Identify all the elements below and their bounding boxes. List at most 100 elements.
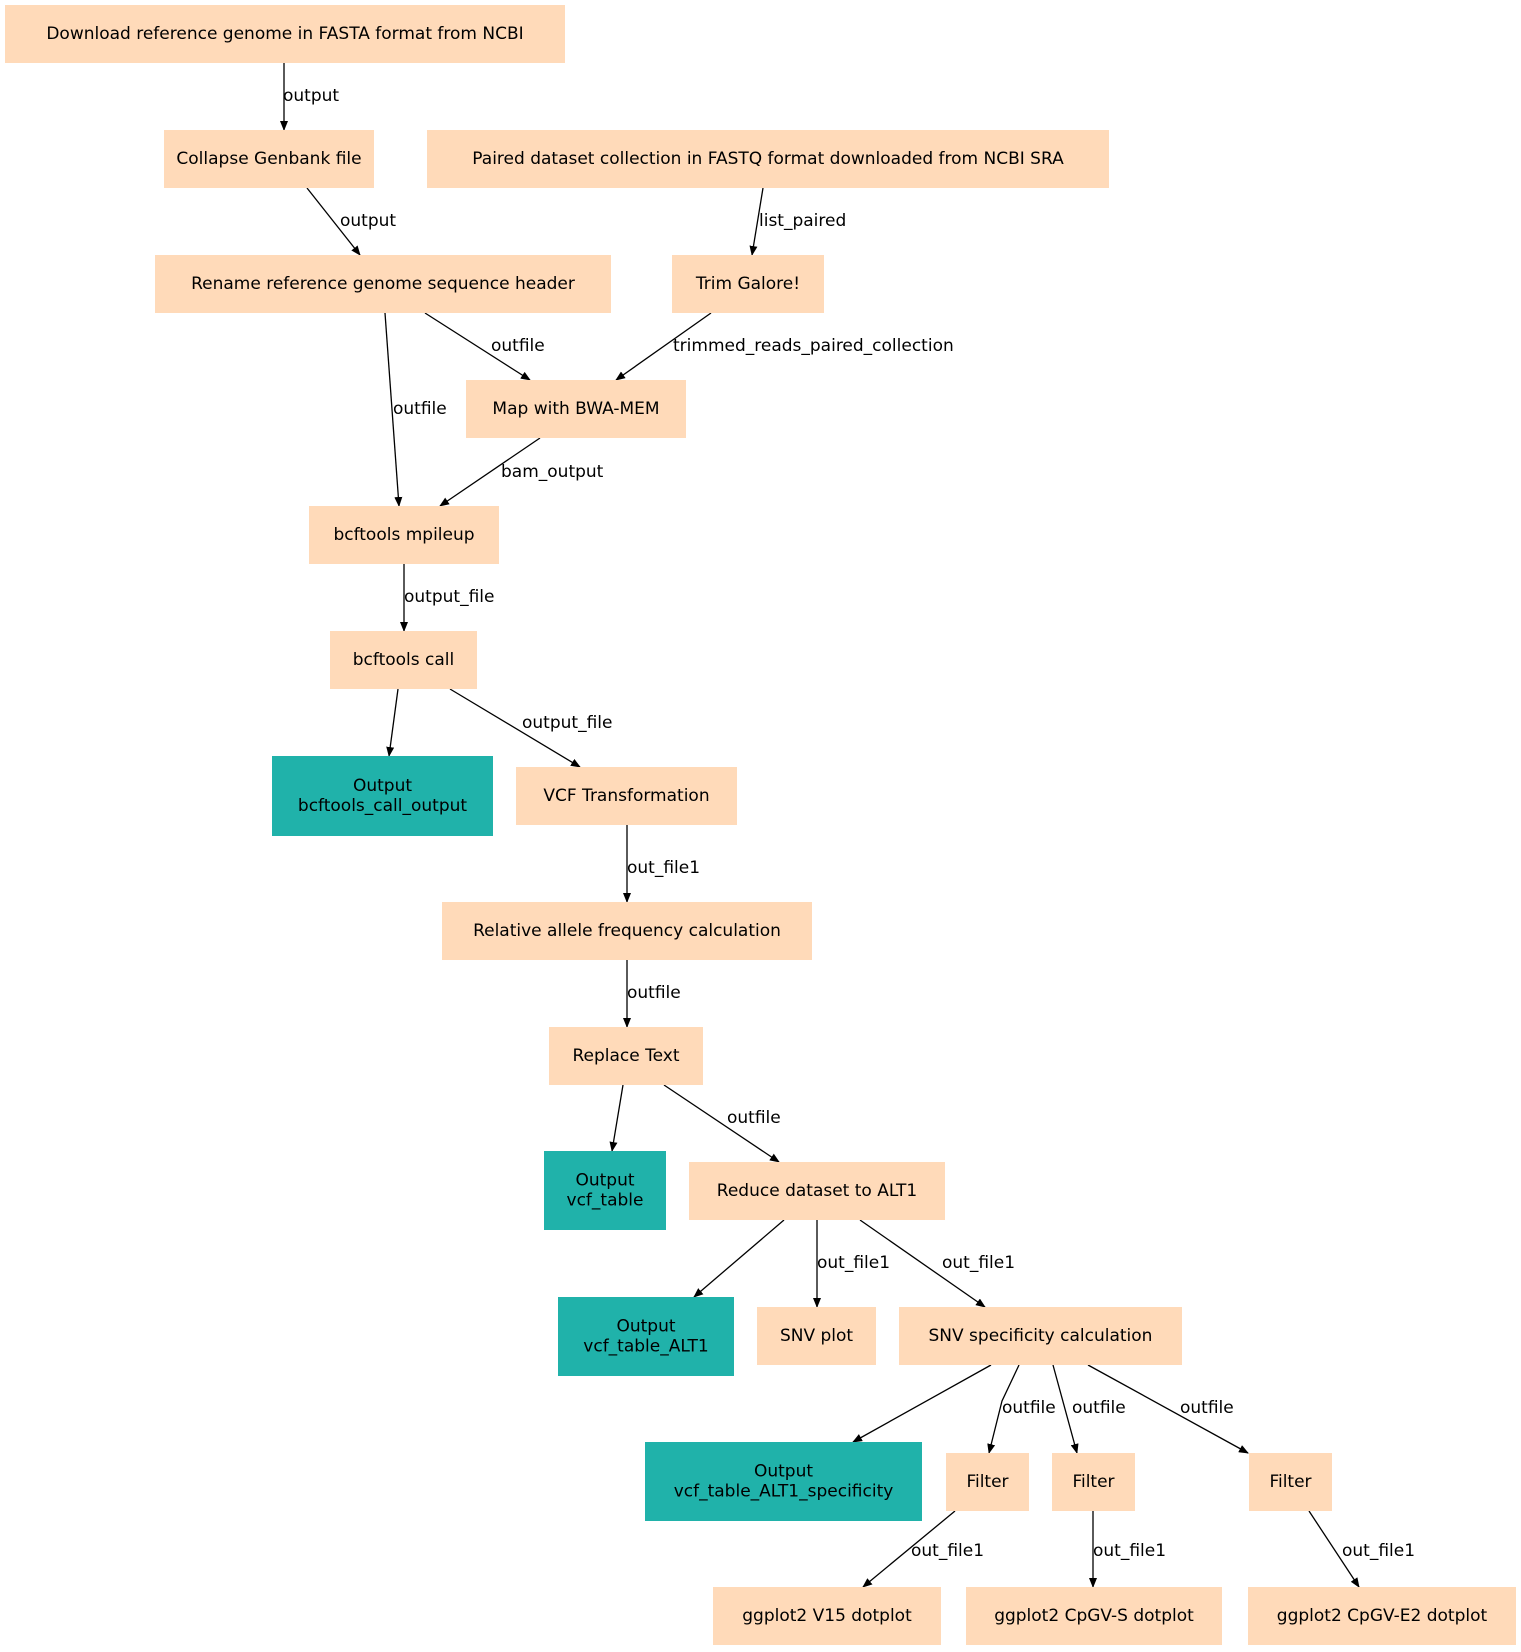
edge-label: list_paired [759,211,846,231]
edge-arrow [615,312,712,381]
node-label: ggplot2 CpGV-E2 dotplot [1277,1606,1488,1626]
step-node-n2: Paired dataset collection in FASTQ forma… [427,130,1109,188]
edge-arrow [449,688,581,768]
node-box [689,1162,945,1220]
edge-label: outfile [1002,1398,1056,1418]
node-box [516,767,737,825]
edge-arrow [859,1219,986,1308]
step-node-n16: SNV specificity calculation [899,1307,1182,1365]
edge-n13-n14 [693,1219,785,1298]
edge-label: outfile [1072,1398,1126,1418]
node-box [549,1027,703,1085]
edge-n0-n1: output [280,63,339,131]
edge-n13-n16: out_file1 [859,1219,1015,1308]
edge-label: out_file1 [1342,1541,1415,1561]
edge-label: outfile [627,983,681,1003]
edge-n16-n18: outfile [987,1364,1056,1454]
node-box [558,1297,734,1376]
edge-arrow [663,1084,780,1163]
node-label: vcf_table [567,1191,644,1211]
edge-arrow [384,312,403,507]
edge-n4-n5: trimmed_reads_paired_collection [615,312,954,381]
edge-n11-n12 [609,1084,624,1152]
step-node-n19: Filter [1052,1453,1135,1511]
edge-label: output [340,211,396,231]
node-label: ggplot2 V15 dotplot [742,1606,912,1626]
edge-n16-n17 [852,1364,992,1443]
edge-n5-n6: bam_output [439,437,604,507]
node-label: Reduce dataset to ALT1 [717,1181,917,1201]
node-label: vcf_table_ALT1 [583,1337,708,1357]
node-box [155,255,611,313]
edge-arrow [424,312,531,381]
edge-arrow [852,1364,992,1443]
edge-n10-n11: outfile [623,960,681,1028]
node-box [272,756,493,836]
edge-label: bam_output [501,462,604,482]
node-label: ggplot2 CpGV-S dotplot [994,1606,1194,1626]
node-label: Paired dataset collection in FASTQ forma… [472,149,1064,169]
edge-label: outfile [491,336,545,356]
edge-n7-n9: output_file [449,688,612,768]
node-label: bcftools call [353,650,455,670]
node-label: Replace Text [572,1046,679,1066]
node-label: Filter [1072,1472,1114,1492]
edge-arrow [1087,1364,1249,1454]
node-label: bcftools mpileup [333,525,474,545]
node-box [330,631,477,689]
node-box [442,902,812,960]
edge-n1-n3: output [306,187,396,256]
edge-n18-n21: out_file1 [862,1510,984,1588]
edge-n16-n19: outfile [1052,1364,1126,1454]
node-label: Output [353,776,412,796]
edge-label: out_file1 [627,858,700,878]
nodes-layer: Download reference genome in FASTA forma… [5,5,1516,1645]
step-node-n13: Reduce dataset to ALT1 [689,1162,945,1220]
edge-arrow [749,187,764,256]
node-label: Output [754,1462,813,1482]
node-box [309,506,499,564]
node-label: Download reference genome in FASTA forma… [46,24,523,44]
node-label: SNV plot [780,1326,853,1346]
node-box [645,1442,922,1521]
edge-arrow [609,1084,624,1152]
edge-n19-n22: out_file1 [1089,1511,1166,1588]
edge-n3-n5: outfile [424,312,545,381]
step-node-n23: ggplot2 CpGV-E2 dotplot [1248,1587,1516,1645]
step-node-n7: bcftools call [330,631,477,689]
edge-arrow [862,1510,956,1588]
node-box [1248,1587,1516,1645]
edge-n13-n15: out_file1 [813,1220,890,1308]
edge-n6-n7: output_file [400,564,494,632]
step-node-n15: SNV plot [757,1307,876,1365]
node-label: Relative allele frequency calculation [473,921,781,941]
edge-label: trimmed_reads_paired_collection [673,336,954,356]
edge-arrow [987,1364,1020,1454]
node-label: Output [616,1317,675,1337]
node-box [164,130,374,188]
node-box [757,1307,876,1365]
edge-arrow [306,187,361,256]
edge-arrow [693,1219,785,1298]
edge-label: outfile [727,1108,781,1128]
node-box [966,1587,1222,1645]
edge-label: out_file1 [1093,1541,1166,1561]
edge-n9-n10: out_file1 [623,825,700,903]
edge-label: outfile [393,399,447,419]
edge-label: out_file1 [817,1253,890,1273]
node-label: SNV specificity calculation [929,1326,1153,1346]
node-box [1249,1453,1332,1511]
edge-arrow [439,437,541,507]
node-label: Filter [966,1472,1008,1492]
edge-n7-n8 [386,688,399,757]
node-label: VCF Transformation [543,786,709,806]
node-box [544,1151,666,1230]
edge-arrow [386,688,399,757]
edge-n3-n6: outfile [384,312,447,507]
edge-label: out_file1 [911,1541,984,1561]
step-node-n1: Collapse Genbank file [164,130,374,188]
